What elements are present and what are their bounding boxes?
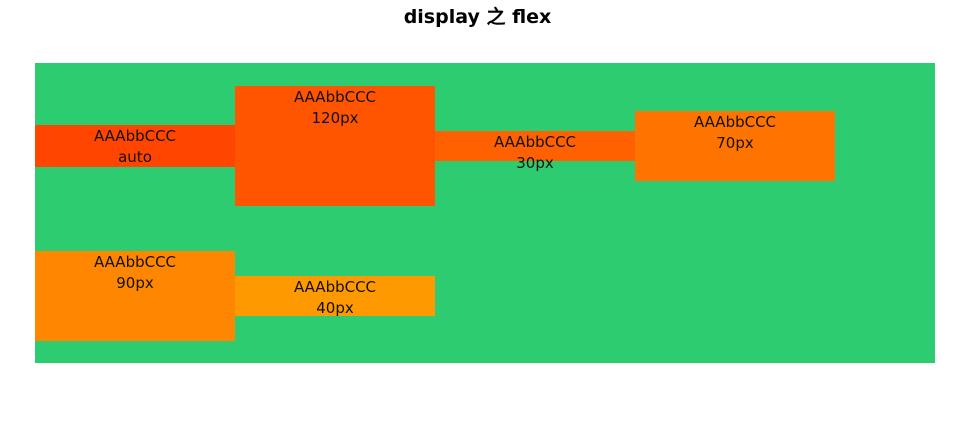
flex-container: AAAbbCCC auto AAAbbCCC 120px AAAbbCCC 30…: [35, 63, 935, 363]
flex-item-height-label: 120px: [311, 109, 359, 127]
flex-item-70px: AAAbbCCC 70px: [635, 111, 835, 181]
page-title: display 之 flex: [403, 6, 552, 28]
flex-item-text: AAAbbCCC: [93, 127, 177, 145]
flex-item-text: AAAbbCCC: [693, 113, 777, 131]
flex-item-text: AAAbbCCC: [493, 133, 577, 151]
flex-item-30px: AAAbbCCC 30px: [435, 131, 635, 172]
flex-item-height-label: 40px: [316, 299, 354, 317]
flex-item-height-label: 30px: [516, 154, 554, 172]
flex-item-120px: AAAbbCCC 120px: [235, 86, 435, 206]
flex-item-text: AAAbbCCC: [293, 278, 377, 296]
flex-item-height-label: 70px: [716, 134, 754, 152]
flex-item-text: AAAbbCCC: [93, 253, 177, 271]
flex-item-40px: AAAbbCCC 40px: [235, 276, 435, 317]
flex-item-height-label: auto: [118, 148, 152, 166]
flex-item-auto: AAAbbCCC auto: [35, 125, 235, 167]
flex-item-text: AAAbbCCC: [293, 88, 377, 106]
flex-item-90px: AAAbbCCC 90px: [35, 251, 235, 341]
flex-item-height-label: 90px: [116, 274, 154, 292]
